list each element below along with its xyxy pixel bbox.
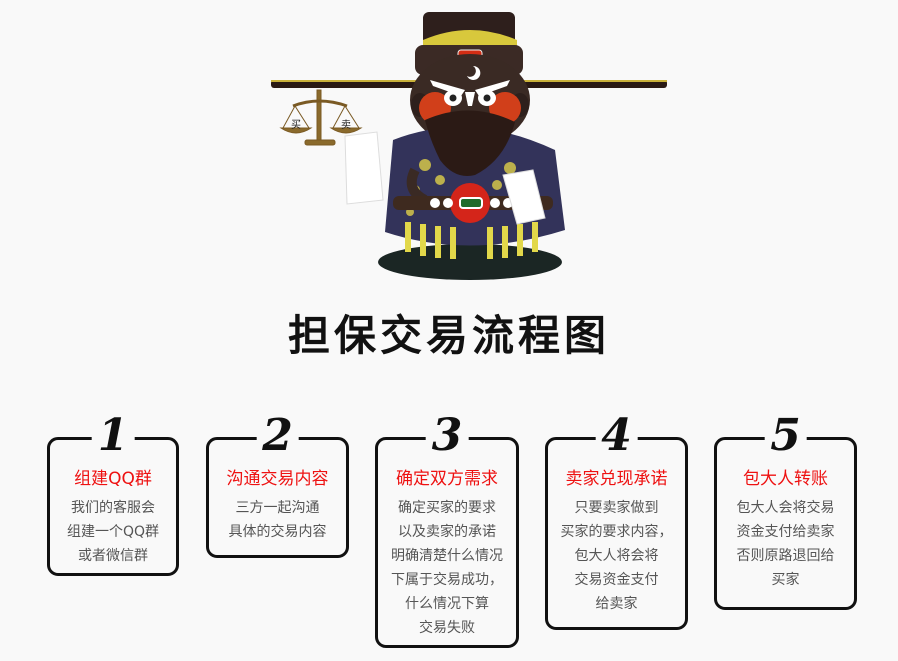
step-number: 4 xyxy=(595,412,638,460)
svg-text:卖: 卖 xyxy=(341,119,351,131)
step-title: 确定双方需求 xyxy=(396,469,498,489)
judge-bao-illustration: 买 卖 xyxy=(265,0,675,290)
page-title: 担保交易流程图 xyxy=(287,311,610,360)
step-number: 1 xyxy=(91,412,135,460)
step-description: 包大人会将交易资金支付给卖家否则原路退回给 买家 xyxy=(736,500,835,588)
step-description: 确定买家的要求以及卖家的承诺明确清楚什么情况 下属于交易成功，什么情况下算交易失… xyxy=(391,500,503,636)
svg-text:买: 买 xyxy=(291,119,301,131)
step-title: 沟通交易内容 xyxy=(226,469,329,489)
step-description: 只要卖家做到买家的要求内容，包大人将会将 交易资金支付给卖家 xyxy=(560,500,673,612)
step-card-2: 2 沟通交易内容 三方一起沟通具体的交易内容 xyxy=(206,412,349,558)
step-card-1: 1 组建QQ群 我们的客服会组建一个QQ群或者微信群 xyxy=(47,412,179,576)
step-card-3: 3 确定双方需求 确定买家的要求以及卖家的承诺明确清楚什么情况 下属于交易成功，… xyxy=(375,412,519,648)
step-title: 包大人转账 xyxy=(743,469,828,489)
step-description: 三方一起沟通具体的交易内容 xyxy=(228,500,327,540)
step-number: 2 xyxy=(256,412,299,460)
step-card-5: 5 包大人转账 包大人会将交易资金支付给卖家否则原路退回给 买家 xyxy=(714,412,857,610)
step-number: 5 xyxy=(764,412,807,460)
step-number: 3 xyxy=(425,412,469,460)
step-title: 卖家兑现承诺 xyxy=(565,469,668,489)
step-card-4: 4 卖家兑现承诺 只要卖家做到买家的要求内容，包大人将会将 交易资金支付给卖家 xyxy=(545,412,688,630)
step-description: 我们的客服会组建一个QQ群或者微信群 xyxy=(66,500,160,564)
step-title: 组建QQ群 xyxy=(74,469,152,489)
